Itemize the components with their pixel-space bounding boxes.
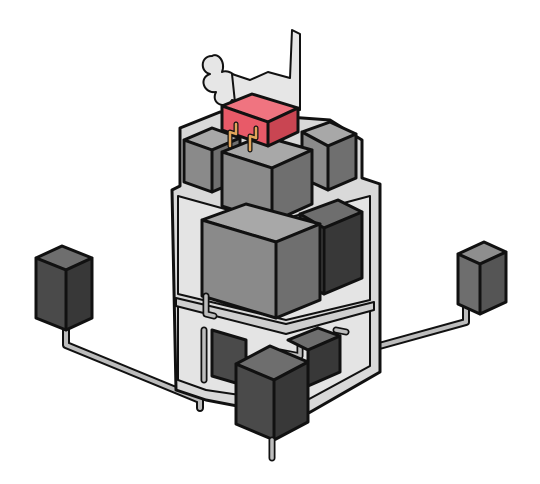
cable-left bbox=[62, 318, 204, 412]
cube-top-front bbox=[220, 134, 314, 224]
cube-front-bottom bbox=[234, 344, 310, 442]
inner-pipes bbox=[200, 292, 350, 384]
cube-top-back-right bbox=[300, 120, 358, 192]
satellite-box-right bbox=[456, 240, 508, 316]
satellite-box-left bbox=[34, 244, 94, 332]
cube-middle-large bbox=[200, 202, 322, 320]
red-chip-icon bbox=[220, 92, 300, 153]
